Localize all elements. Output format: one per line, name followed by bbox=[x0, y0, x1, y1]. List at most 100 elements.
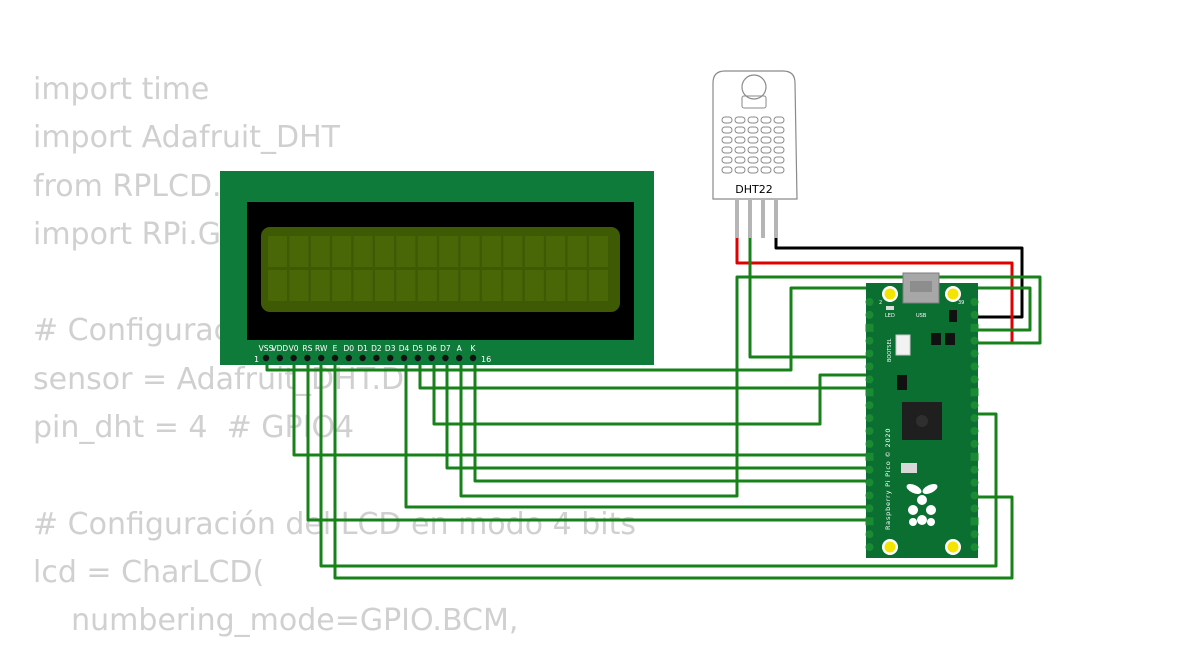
pico-pin[interactable] bbox=[865, 465, 874, 474]
wire[interactable] bbox=[319, 358, 998, 568]
lcd-pin[interactable] bbox=[276, 354, 283, 362]
pico-pin[interactable] bbox=[865, 375, 874, 384]
pico-ground-pin[interactable] bbox=[865, 452, 874, 461]
pico-pin[interactable] bbox=[970, 414, 979, 423]
pico-pin[interactable] bbox=[865, 310, 874, 319]
pico-pin[interactable] bbox=[970, 543, 979, 552]
lcd-pin[interactable] bbox=[414, 354, 421, 362]
lcd-char-cell bbox=[503, 236, 523, 267]
lcd-char-cell bbox=[546, 236, 566, 267]
wire[interactable] bbox=[333, 358, 1014, 580]
dht-grille-slot bbox=[721, 126, 733, 134]
pico-pin[interactable] bbox=[865, 439, 874, 448]
lcd-pin[interactable] bbox=[262, 354, 270, 362]
lcd-pin-label: D4 bbox=[399, 344, 410, 353]
lcd-pin[interactable] bbox=[359, 354, 366, 362]
lcd-pin[interactable] bbox=[331, 354, 339, 362]
lcd-pin[interactable] bbox=[304, 354, 311, 362]
wire[interactable] bbox=[774, 238, 1024, 319]
wire[interactable] bbox=[265, 286, 1032, 372]
dht-grille-slot bbox=[773, 156, 785, 164]
pico-ground-pin[interactable] bbox=[865, 388, 874, 397]
pico-pin[interactable] bbox=[970, 401, 979, 410]
pico-pin[interactable] bbox=[970, 491, 979, 500]
lcd-char-cell bbox=[460, 270, 480, 301]
pico-pin[interactable] bbox=[865, 401, 874, 410]
bootsel-button[interactable] bbox=[895, 334, 911, 356]
wire[interactable] bbox=[418, 358, 869, 390]
pico-pin[interactable] bbox=[970, 336, 979, 345]
pico-pin[interactable] bbox=[865, 298, 874, 306]
wire[interactable] bbox=[306, 358, 869, 522]
pico-flash-chip bbox=[945, 333, 955, 345]
lcd-pin[interactable] bbox=[345, 354, 352, 362]
wire[interactable] bbox=[459, 275, 1042, 498]
pico-pin[interactable] bbox=[970, 465, 979, 474]
lcd-char-cell bbox=[589, 236, 608, 267]
pico-pin[interactable] bbox=[865, 349, 874, 358]
pico-pin[interactable] bbox=[865, 414, 874, 423]
lcd-pin[interactable] bbox=[400, 354, 408, 362]
wire[interactable] bbox=[292, 358, 869, 457]
usb-port bbox=[910, 281, 932, 292]
pico-ground-pin[interactable] bbox=[865, 517, 874, 526]
lcd-pin[interactable] bbox=[456, 354, 463, 362]
dht-grille-slot bbox=[734, 126, 746, 134]
wire[interactable] bbox=[432, 358, 869, 426]
pico-ground-pin[interactable] bbox=[970, 388, 979, 397]
pico-pin[interactable] bbox=[970, 427, 979, 435]
dht-grille-slot bbox=[760, 146, 772, 154]
pico-pin[interactable] bbox=[970, 478, 979, 487]
lcd-char-cell bbox=[332, 236, 352, 267]
wire[interactable] bbox=[445, 358, 869, 470]
pico-pin-label-top-right: 39 bbox=[958, 300, 964, 306]
lcd-pin[interactable] bbox=[290, 354, 297, 362]
lcd-pin[interactable] bbox=[428, 354, 435, 362]
pico-pin[interactable] bbox=[970, 504, 979, 513]
lcd-pin[interactable] bbox=[373, 354, 380, 362]
pico-pin[interactable] bbox=[865, 427, 874, 435]
dht-grille-slot bbox=[773, 146, 785, 154]
wire[interactable] bbox=[404, 358, 869, 509]
lcd-char-cell bbox=[417, 236, 437, 267]
pico-pin[interactable] bbox=[970, 375, 979, 384]
dht-mount-hole bbox=[741, 74, 767, 100]
lcd-pin[interactable] bbox=[469, 354, 477, 362]
pico-pin[interactable] bbox=[970, 349, 979, 358]
pico-pin[interactable] bbox=[970, 530, 979, 539]
lcd-char-cell bbox=[482, 236, 501, 267]
rp2040-logo-icon bbox=[916, 415, 928, 427]
pico-pin[interactable] bbox=[865, 543, 874, 552]
dht-grille-slot bbox=[721, 166, 733, 174]
pico-pin[interactable] bbox=[865, 504, 874, 513]
pico-ground-pin[interactable] bbox=[970, 517, 979, 526]
pico-pin[interactable] bbox=[865, 362, 874, 371]
pico-ground-pin[interactable] bbox=[865, 323, 874, 332]
wire[interactable] bbox=[748, 238, 869, 359]
pico-ground-pin[interactable] bbox=[970, 452, 979, 461]
lcd-pin[interactable] bbox=[442, 354, 449, 362]
lcd-pin[interactable] bbox=[318, 354, 325, 362]
pico-pin[interactable] bbox=[970, 362, 979, 371]
raspberry-pi-pico[interactable]: 2 39 LED USB BOOTSEL Raspberry Pi Pico ©… bbox=[865, 272, 979, 558]
lcd-pin[interactable] bbox=[387, 354, 394, 362]
pico-pin[interactable] bbox=[865, 491, 874, 500]
dht22-sensor[interactable]: DHT22 bbox=[712, 70, 798, 238]
pico-ground-pin[interactable] bbox=[970, 323, 979, 332]
lcd-char-cell bbox=[396, 270, 416, 301]
lcd-char-cell bbox=[482, 270, 501, 301]
dht-grille-slot bbox=[734, 166, 746, 174]
dht-grille-slot bbox=[760, 136, 772, 144]
code-line: import Adafruit_DHT bbox=[33, 120, 341, 156]
pico-pin[interactable] bbox=[970, 298, 979, 306]
dht-grille-slot bbox=[747, 126, 759, 134]
pico-pin[interactable] bbox=[970, 439, 979, 448]
pico-pin[interactable] bbox=[865, 478, 874, 487]
wire[interactable] bbox=[473, 358, 869, 483]
dht-grille-slot bbox=[773, 126, 785, 134]
pico-pin[interactable] bbox=[865, 336, 874, 345]
lcd-pin-label: VSS bbox=[259, 344, 274, 353]
pico-pin[interactable] bbox=[865, 530, 874, 539]
pico-pin[interactable] bbox=[970, 310, 979, 319]
